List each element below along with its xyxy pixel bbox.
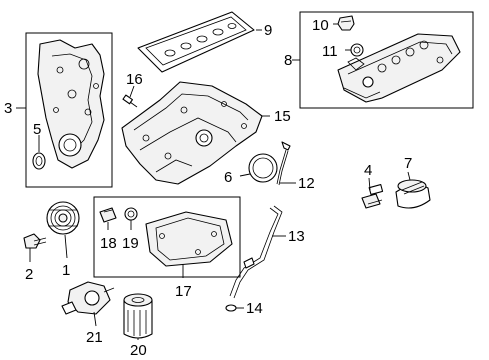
callout-7: 7	[404, 155, 412, 172]
callout-1: 1	[62, 262, 70, 279]
crank-pulley	[46, 201, 80, 235]
timing-cover	[37, 39, 105, 169]
callout-6: 6	[224, 169, 232, 186]
drain-plug-washer	[124, 207, 138, 221]
dipstick-tube	[229, 205, 283, 299]
callout-17: 17	[175, 283, 192, 300]
valve-cover	[337, 33, 461, 103]
rear-main-seal	[248, 153, 278, 183]
callout-21: 21	[86, 329, 103, 346]
callout-5: 5	[33, 121, 41, 138]
callout-8: 8	[284, 52, 292, 69]
callout-2: 2	[25, 266, 33, 283]
callout-20: 20	[130, 342, 147, 359]
callout-11: 11	[322, 43, 338, 60]
timing-cover-group-box	[25, 32, 113, 188]
oil-pan-bolt	[122, 94, 138, 108]
callout-14: 14	[246, 300, 263, 317]
front-crank-seal	[32, 152, 46, 170]
oil-filter-adapter	[61, 281, 115, 315]
oil-filler-cap	[395, 179, 431, 209]
oil-pan-group-box	[93, 196, 241, 278]
oil-dipstick	[276, 141, 291, 186]
callout-19: 19	[122, 235, 139, 252]
callout-10: 10	[312, 17, 329, 34]
drain-plug	[99, 207, 117, 223]
upper-oil-pan	[121, 81, 263, 185]
crank-pulley-bolt	[23, 233, 47, 249]
lower-oil-pan	[145, 211, 233, 267]
valve-cover-gasket	[137, 11, 255, 73]
oil-pressure-switch	[361, 184, 384, 209]
callout-9: 9	[264, 22, 272, 39]
oil-filter	[123, 293, 153, 339]
leader-lines	[16, 23, 411, 340]
callout-labels: 3 5 1 2 9 16 15 8 10 11 6 12 4 7 13 14 1…	[4, 17, 412, 359]
callout-13: 13	[288, 228, 305, 245]
callout-15: 15	[274, 108, 291, 125]
callout-12: 12	[298, 175, 315, 192]
callout-18: 18	[100, 235, 117, 252]
callout-16: 16	[126, 71, 143, 88]
callout-3: 3	[4, 100, 12, 117]
callout-4: 4	[364, 162, 372, 179]
cap-seal	[350, 43, 364, 57]
dipstick-tube-o-ring	[225, 304, 237, 312]
oil-filler-cap-small	[337, 15, 355, 31]
